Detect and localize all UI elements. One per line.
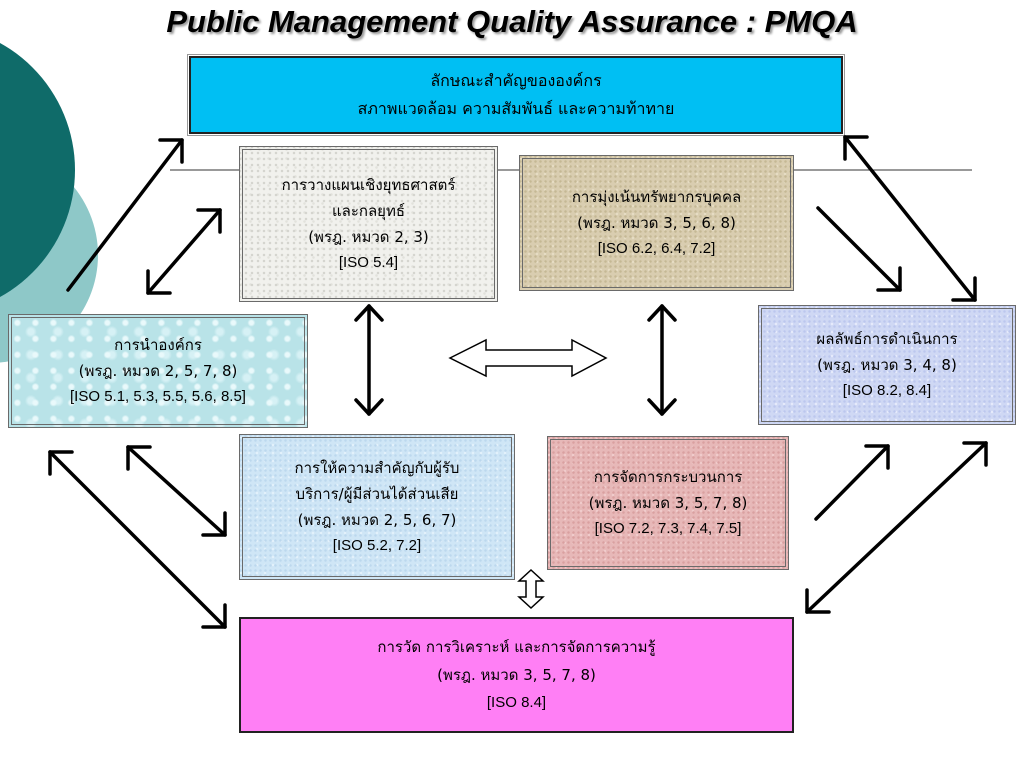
measurement-line-1: การวัด การวิเคราะห์ และการจัดการความรู้ [377, 638, 656, 656]
strategic-iso: [ISO 5.4] [338, 254, 399, 271]
arrow-leadership-measurement [48, 450, 227, 629]
arrow-leadership-strategic [146, 208, 222, 295]
arrow-hr-to-results [816, 206, 902, 292]
customer-focus-box: การให้ความสำคัญกับผู้รับ บริการ/ผู้มีส่ว… [239, 434, 515, 580]
organization-profile-box: ลักษณะสำคัญขององค์กร สภาพแวดล้อม ความสัม… [187, 54, 845, 136]
customer-iso: [ISO 5.2, 7.2] [332, 537, 422, 554]
measurement-analysis-box: การวัด การวิเคราะห์ และการจัดการความรู้ … [239, 617, 794, 733]
leadership-line-2: (พรฎ. หมวด 2, 5, 7, 8) [78, 362, 238, 380]
measurement-line-2: (พรฎ. หมวด 3, 5, 7, 8) [437, 666, 596, 684]
hr-iso: [ISO 6.2, 6.4, 7.2] [597, 240, 716, 257]
hollow-arrow-center [448, 338, 608, 378]
arrow-process-to-results [814, 444, 890, 521]
leadership-box: การนำองค์กร (พรฎ. หมวด 2, 5, 7, 8) [ISO … [8, 314, 308, 428]
process-line-1: การจัดการกระบวนการ [593, 468, 743, 486]
profile-line-1: ลักษณะสำคัญขององค์กร [430, 71, 602, 90]
leadership-line-1: การนำองค์กร [114, 336, 202, 354]
process-management-box: การจัดการกระบวนการ (พรฎ. หมวด 3, 5, 7, 8… [547, 436, 789, 570]
results-iso: [ISO 8.2, 8.4] [842, 382, 932, 399]
strategic-line-1: การวางแผนเชิงยุทธศาสตร์ [281, 176, 456, 194]
strategic-line-2: และกลยุทธ์ [331, 202, 406, 220]
measurement-iso: [ISO 8.4] [486, 694, 547, 711]
process-line-2: (พรฎ. หมวด 3, 5, 7, 8) [588, 494, 748, 512]
arrow-leadership-to-profile [66, 138, 184, 292]
results-line-2: (พรฎ. หมวด 3, 4, 8) [817, 356, 957, 374]
arrow-profile-results [843, 135, 977, 302]
customer-line-3: (พรฎ. หมวด 2, 5, 6, 7) [297, 511, 457, 529]
arrow-hr-process [647, 304, 677, 416]
hr-focus-box: การมุ่งเน้นทรัพยากรบุคคล (พรฎ. หมวด 3, 5… [519, 155, 794, 291]
hollow-arrow-vertical [517, 568, 545, 610]
arrow-strategic-customer [354, 304, 384, 416]
leadership-iso: [ISO 5.1, 5.3, 5.5, 5.6, 8.5] [70, 388, 246, 405]
strategic-line-3: (พรฎ. หมวด 2, 3) [308, 228, 429, 246]
hr-line-2: (พรฎ. หมวด 3, 5, 6, 8) [577, 214, 736, 232]
results-box: ผลลัพธ์การดำเนินการ (พรฎ. หมวด 3, 4, 8) … [758, 305, 1016, 425]
arrow-leadership-customer [126, 445, 227, 537]
strategic-planning-box: การวางแผนเชิงยุทธศาสตร์ และกลยุทธ์ (พรฎ.… [239, 146, 498, 302]
process-iso: [ISO 7.2, 7.3, 7.4, 7.5] [594, 520, 742, 537]
page-title: Public Management Quality Assurance : PM… [166, 4, 858, 39]
customer-line-2: บริการ/ผู้มีส่วนได้ส่วนเสีย [295, 485, 459, 503]
arrow-measurement-results [805, 441, 988, 614]
hr-line-1: การมุ่งเน้นทรัพยากรบุคคล [571, 188, 742, 206]
profile-line-2: สภาพแวดล้อม ความสัมพันธ์ และความท้าทาย [357, 99, 675, 118]
results-line-1: ผลลัพธ์การดำเนินการ [816, 330, 958, 348]
customer-line-1: การให้ความสำคัญกับผู้รับ [294, 459, 460, 477]
decorative-circle-dark [0, 43, 75, 297]
